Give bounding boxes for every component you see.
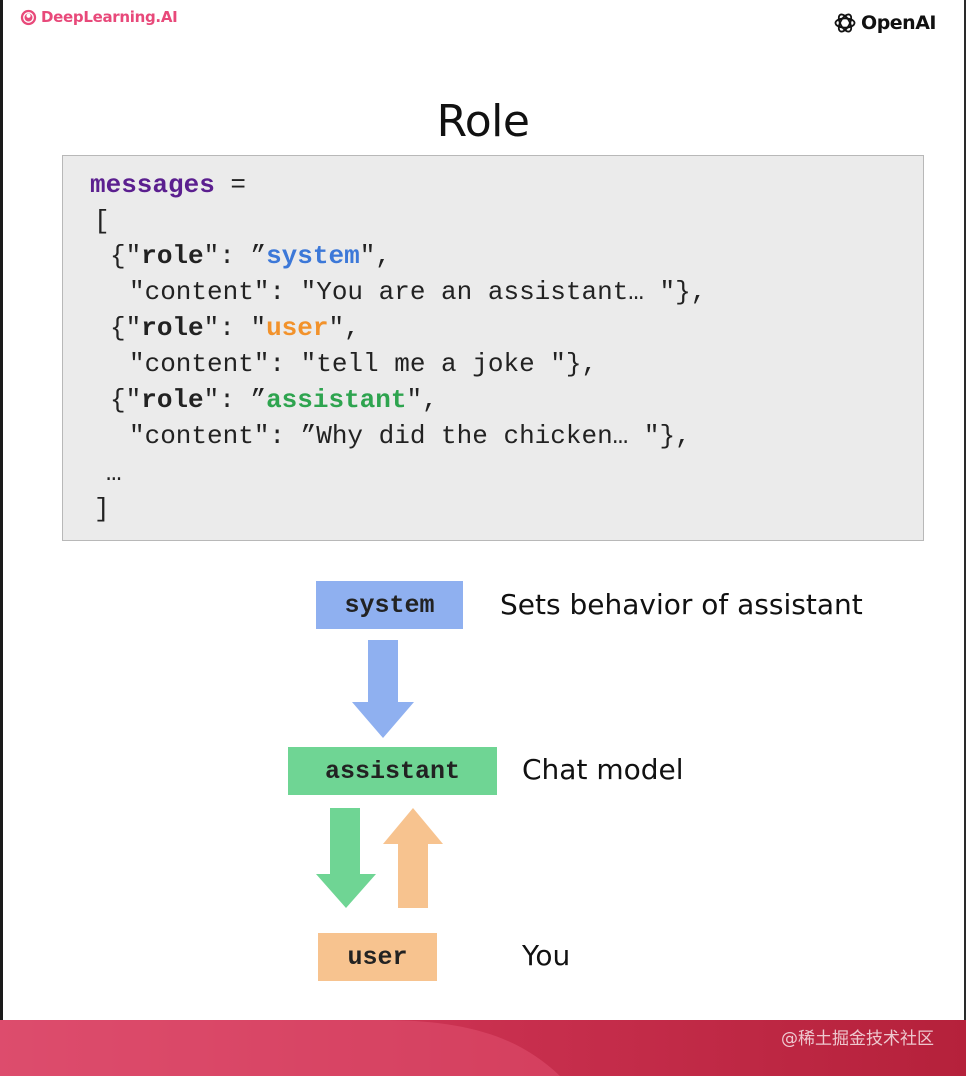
- code-role-user: user: [266, 313, 329, 343]
- code-line-messages: messages =: [90, 170, 246, 200]
- code-assign: =: [214, 170, 247, 200]
- openai-logo-text: OpenAI: [861, 12, 936, 34]
- left-border: [0, 0, 3, 1076]
- page-title: Role: [436, 96, 530, 147]
- code-line-content-assistant: "content": ”Why did the chicken… "},: [129, 421, 691, 451]
- deeplearning-ai-logo-text: DeepLearning.AI: [41, 8, 178, 26]
- up-arrow-icon: [383, 808, 443, 908]
- watermark-text: @稀土掘金技术社区: [781, 1029, 934, 1049]
- code-line-role-user: {"role": "user",: [110, 313, 360, 343]
- system-role-description: Sets behavior of assistant: [500, 588, 863, 621]
- deeplearning-ai-logo-icon: [20, 9, 37, 25]
- deeplearning-ai-logo: DeepLearning.AI: [20, 8, 178, 26]
- code-role-assistant: assistant: [266, 385, 407, 415]
- code-open-bracket: [: [94, 206, 110, 236]
- down-arrow-icon: [316, 808, 376, 908]
- code-line-role-system: {"role": ”system",: [110, 241, 391, 271]
- openai-logo-icon: [834, 13, 856, 33]
- code-close-bracket: ]: [94, 494, 110, 524]
- code-line-role-assistant: {"role": ”assistant",: [110, 385, 438, 415]
- assistant-role-description: Chat model: [522, 753, 684, 786]
- right-border: [964, 0, 966, 1076]
- code-block: messages = [ {"role": ”system", "content…: [62, 155, 924, 541]
- user-role-description: You: [522, 939, 571, 972]
- code-line-content-user: "content": "tell me a joke "},: [129, 349, 598, 379]
- openai-logo: OpenAI: [832, 10, 936, 36]
- down-arrow-icon: [352, 640, 414, 738]
- system-role-box: system: [316, 581, 463, 629]
- code-role-system: system: [266, 241, 360, 271]
- assistant-role-box: assistant: [288, 747, 497, 795]
- user-role-box: user: [318, 933, 437, 981]
- bottom-decorative-band: [0, 1020, 966, 1076]
- code-var-name: messages: [90, 170, 215, 200]
- code-line-content-system: "content": "You are an assistant… "},: [129, 277, 707, 307]
- code-ellipsis: …: [106, 458, 122, 488]
